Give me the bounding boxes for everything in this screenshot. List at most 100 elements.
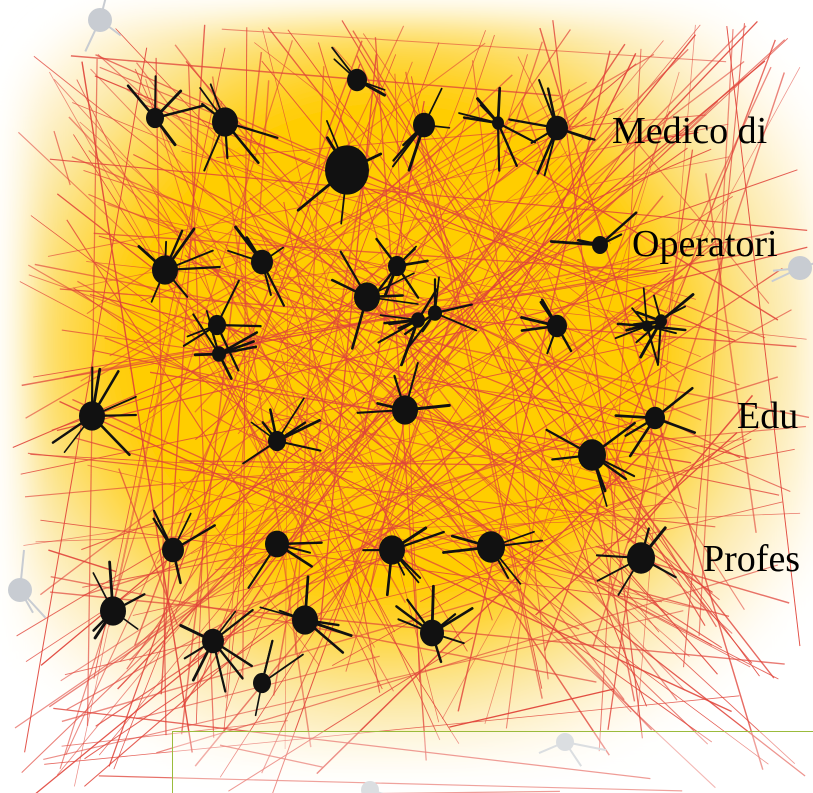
link-line [726, 26, 801, 647]
link-line [50, 576, 597, 683]
link-line [600, 110, 671, 297]
link-lines [12, 20, 810, 793]
link-line [457, 50, 611, 712]
link-line [705, 173, 757, 533]
label-profes: Profes [703, 538, 801, 580]
network-node [411, 312, 425, 328]
network-node [627, 542, 655, 574]
link-line [373, 790, 560, 793]
bottom-text-box [172, 731, 813, 793]
link-line [126, 29, 571, 670]
link-line [545, 316, 591, 573]
link-line [61, 720, 288, 747]
link-line [18, 131, 716, 789]
faded-node [788, 256, 812, 280]
node-spoke [656, 319, 663, 366]
link-line [23, 438, 747, 546]
network-node [645, 406, 665, 430]
link-line [76, 79, 383, 690]
link-line [261, 89, 571, 774]
link-line [56, 40, 664, 776]
link-line [606, 309, 681, 383]
link-line [423, 109, 745, 611]
network-node [428, 305, 442, 321]
network-node [325, 145, 369, 195]
link-line [98, 235, 388, 319]
label-operatori: Operatori [632, 223, 778, 265]
link-line [56, 246, 808, 432]
link-line [49, 71, 375, 648]
link-line [497, 345, 648, 707]
link-line [211, 76, 312, 748]
link-line [245, 317, 412, 426]
link-line [53, 707, 651, 780]
link-line [30, 454, 353, 473]
link-line [180, 52, 263, 735]
label-edu: Edu [737, 395, 799, 437]
link-line [394, 73, 420, 682]
link-line [155, 57, 167, 736]
link-line [484, 71, 680, 725]
network-node [379, 535, 405, 565]
link-line [410, 76, 543, 689]
node-spoke [377, 318, 420, 344]
link-line [449, 688, 614, 728]
link-line [287, 29, 760, 677]
link-line [282, 423, 779, 680]
node-spoke [659, 293, 695, 323]
node-spoke [639, 319, 663, 359]
link-line [73, 134, 460, 744]
network-node [253, 672, 271, 694]
node-spoke [496, 121, 518, 167]
link-line [61, 329, 651, 416]
link-line [471, 60, 549, 680]
link-line [48, 549, 117, 573]
link-line [237, 215, 425, 435]
link-line [626, 131, 699, 145]
link-line [53, 130, 71, 186]
link-line [578, 555, 723, 649]
network-node [146, 107, 164, 129]
link-line [627, 394, 754, 544]
link-line [92, 349, 780, 496]
link-line [60, 554, 257, 682]
link-line [74, 287, 181, 787]
link-line [341, 20, 706, 627]
link-line [248, 255, 469, 284]
network-nodes [8, 8, 812, 793]
link-line [35, 512, 801, 543]
link-line [179, 460, 507, 466]
link-line [118, 468, 178, 625]
network-node [592, 236, 608, 254]
link-line [404, 71, 543, 699]
node-spoke [217, 331, 259, 356]
link-line [63, 231, 774, 379]
link-line [318, 54, 377, 634]
link-line [366, 112, 489, 207]
network-node [347, 68, 367, 92]
network-node [212, 346, 226, 362]
link-line [615, 458, 655, 472]
link-line [262, 29, 440, 723]
node-spoke [458, 112, 499, 124]
link-line [44, 695, 740, 765]
link-line [223, 150, 410, 568]
link-line [240, 254, 796, 765]
link-line [185, 61, 718, 675]
link-line [637, 24, 696, 714]
link-line [283, 201, 381, 693]
link-line [592, 72, 785, 648]
link-line [352, 34, 495, 457]
link-line [272, 440, 401, 793]
link-line [242, 27, 248, 680]
link-line [75, 437, 730, 618]
link-line [181, 43, 626, 708]
link-line [130, 97, 596, 433]
network-node [477, 531, 505, 563]
link-line [594, 500, 636, 702]
link-line [194, 195, 664, 767]
link-line [179, 314, 394, 692]
link-line [93, 47, 226, 679]
network-node [202, 628, 224, 654]
